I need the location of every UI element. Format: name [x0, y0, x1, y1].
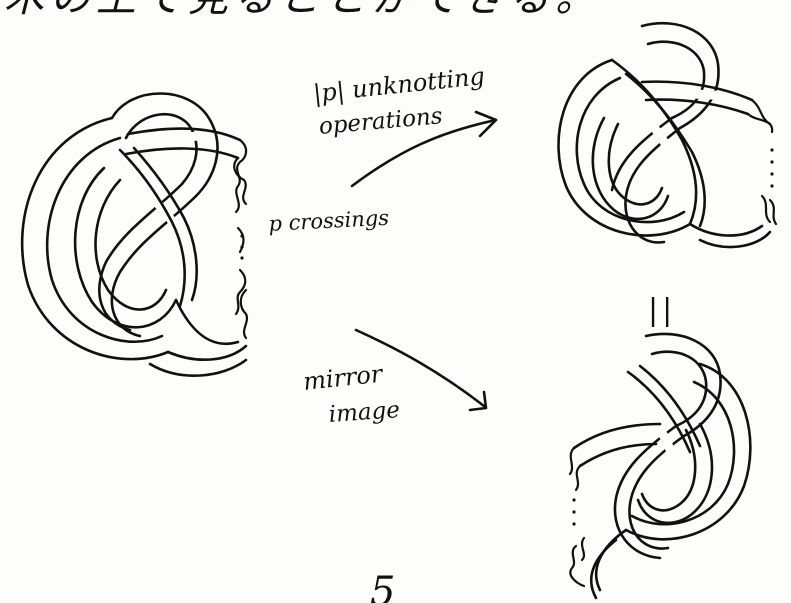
knot-left-with-twists	[22, 94, 247, 376]
knot-top-right	[558, 23, 776, 247]
equals-sign: ||	[648, 296, 676, 326]
twist-ellipsis-top-right	[770, 148, 773, 187]
mirror-label-line2: image	[328, 399, 401, 427]
knot-bottom-right-mirror	[570, 334, 750, 598]
page-number: 5	[370, 572, 395, 603]
twist-ellipsis-bottom-right	[572, 498, 575, 525]
